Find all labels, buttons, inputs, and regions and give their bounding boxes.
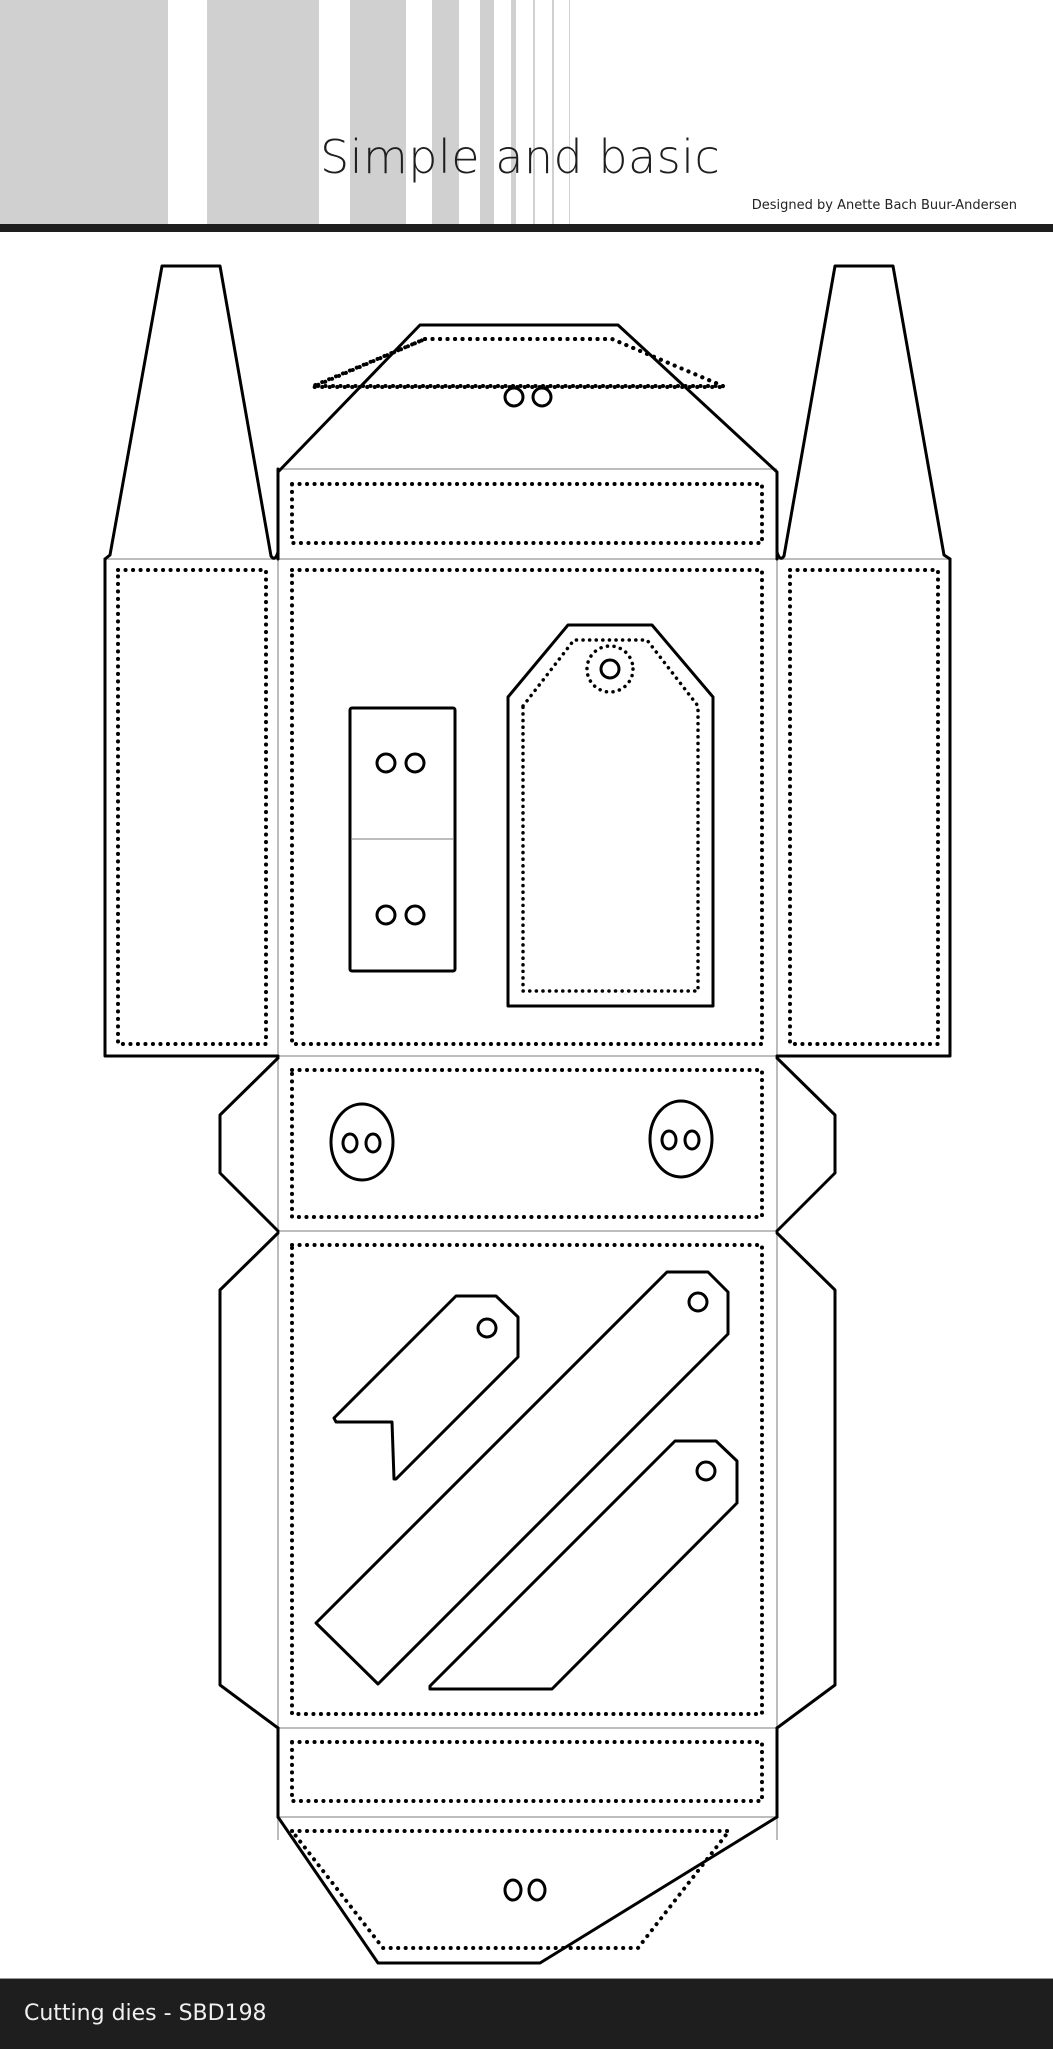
footer-bar: Cutting dies - SBD198: [0, 1978, 1053, 2049]
product-code-label: Cutting dies - SBD198: [24, 2001, 267, 2026]
die-template-illustration: [0, 232, 1053, 1977]
slanted-tag: [428, 1439, 739, 1691]
stripe: [511, 0, 516, 224]
stripe: [480, 0, 494, 224]
stripe: [350, 0, 406, 224]
stitch-lines: [116, 337, 940, 1950]
stripe: [207, 0, 319, 224]
decorative-stripes: [0, 0, 600, 224]
double-tag-strip: [348, 706, 457, 973]
stripe: [552, 0, 554, 224]
stitched-tag: [506, 623, 715, 1008]
top-flap-holes: [503, 386, 553, 408]
designer-byline: Designed by Anette Bach Buur-Andersen: [751, 198, 1017, 213]
long-tag: [314, 1270, 730, 1686]
outer-cut-outline: [103, 264, 952, 1965]
stripe: [0, 0, 168, 224]
button-left: [329, 1102, 395, 1182]
header-divider-bar: [0, 224, 1053, 232]
top-flap-stitch: [312, 337, 726, 389]
stripe: [533, 0, 535, 224]
bottom-flap-holes: [503, 1878, 547, 1902]
header: Simple and basic Designed by Anette Bach…: [0, 0, 1053, 226]
stripe: [432, 0, 459, 224]
stripe: [569, 0, 570, 224]
fold-lines: [105, 468, 950, 1840]
banner-tag: [332, 1294, 520, 1481]
button-right: [648, 1099, 714, 1179]
product-title: Simple and basic: [320, 130, 721, 184]
